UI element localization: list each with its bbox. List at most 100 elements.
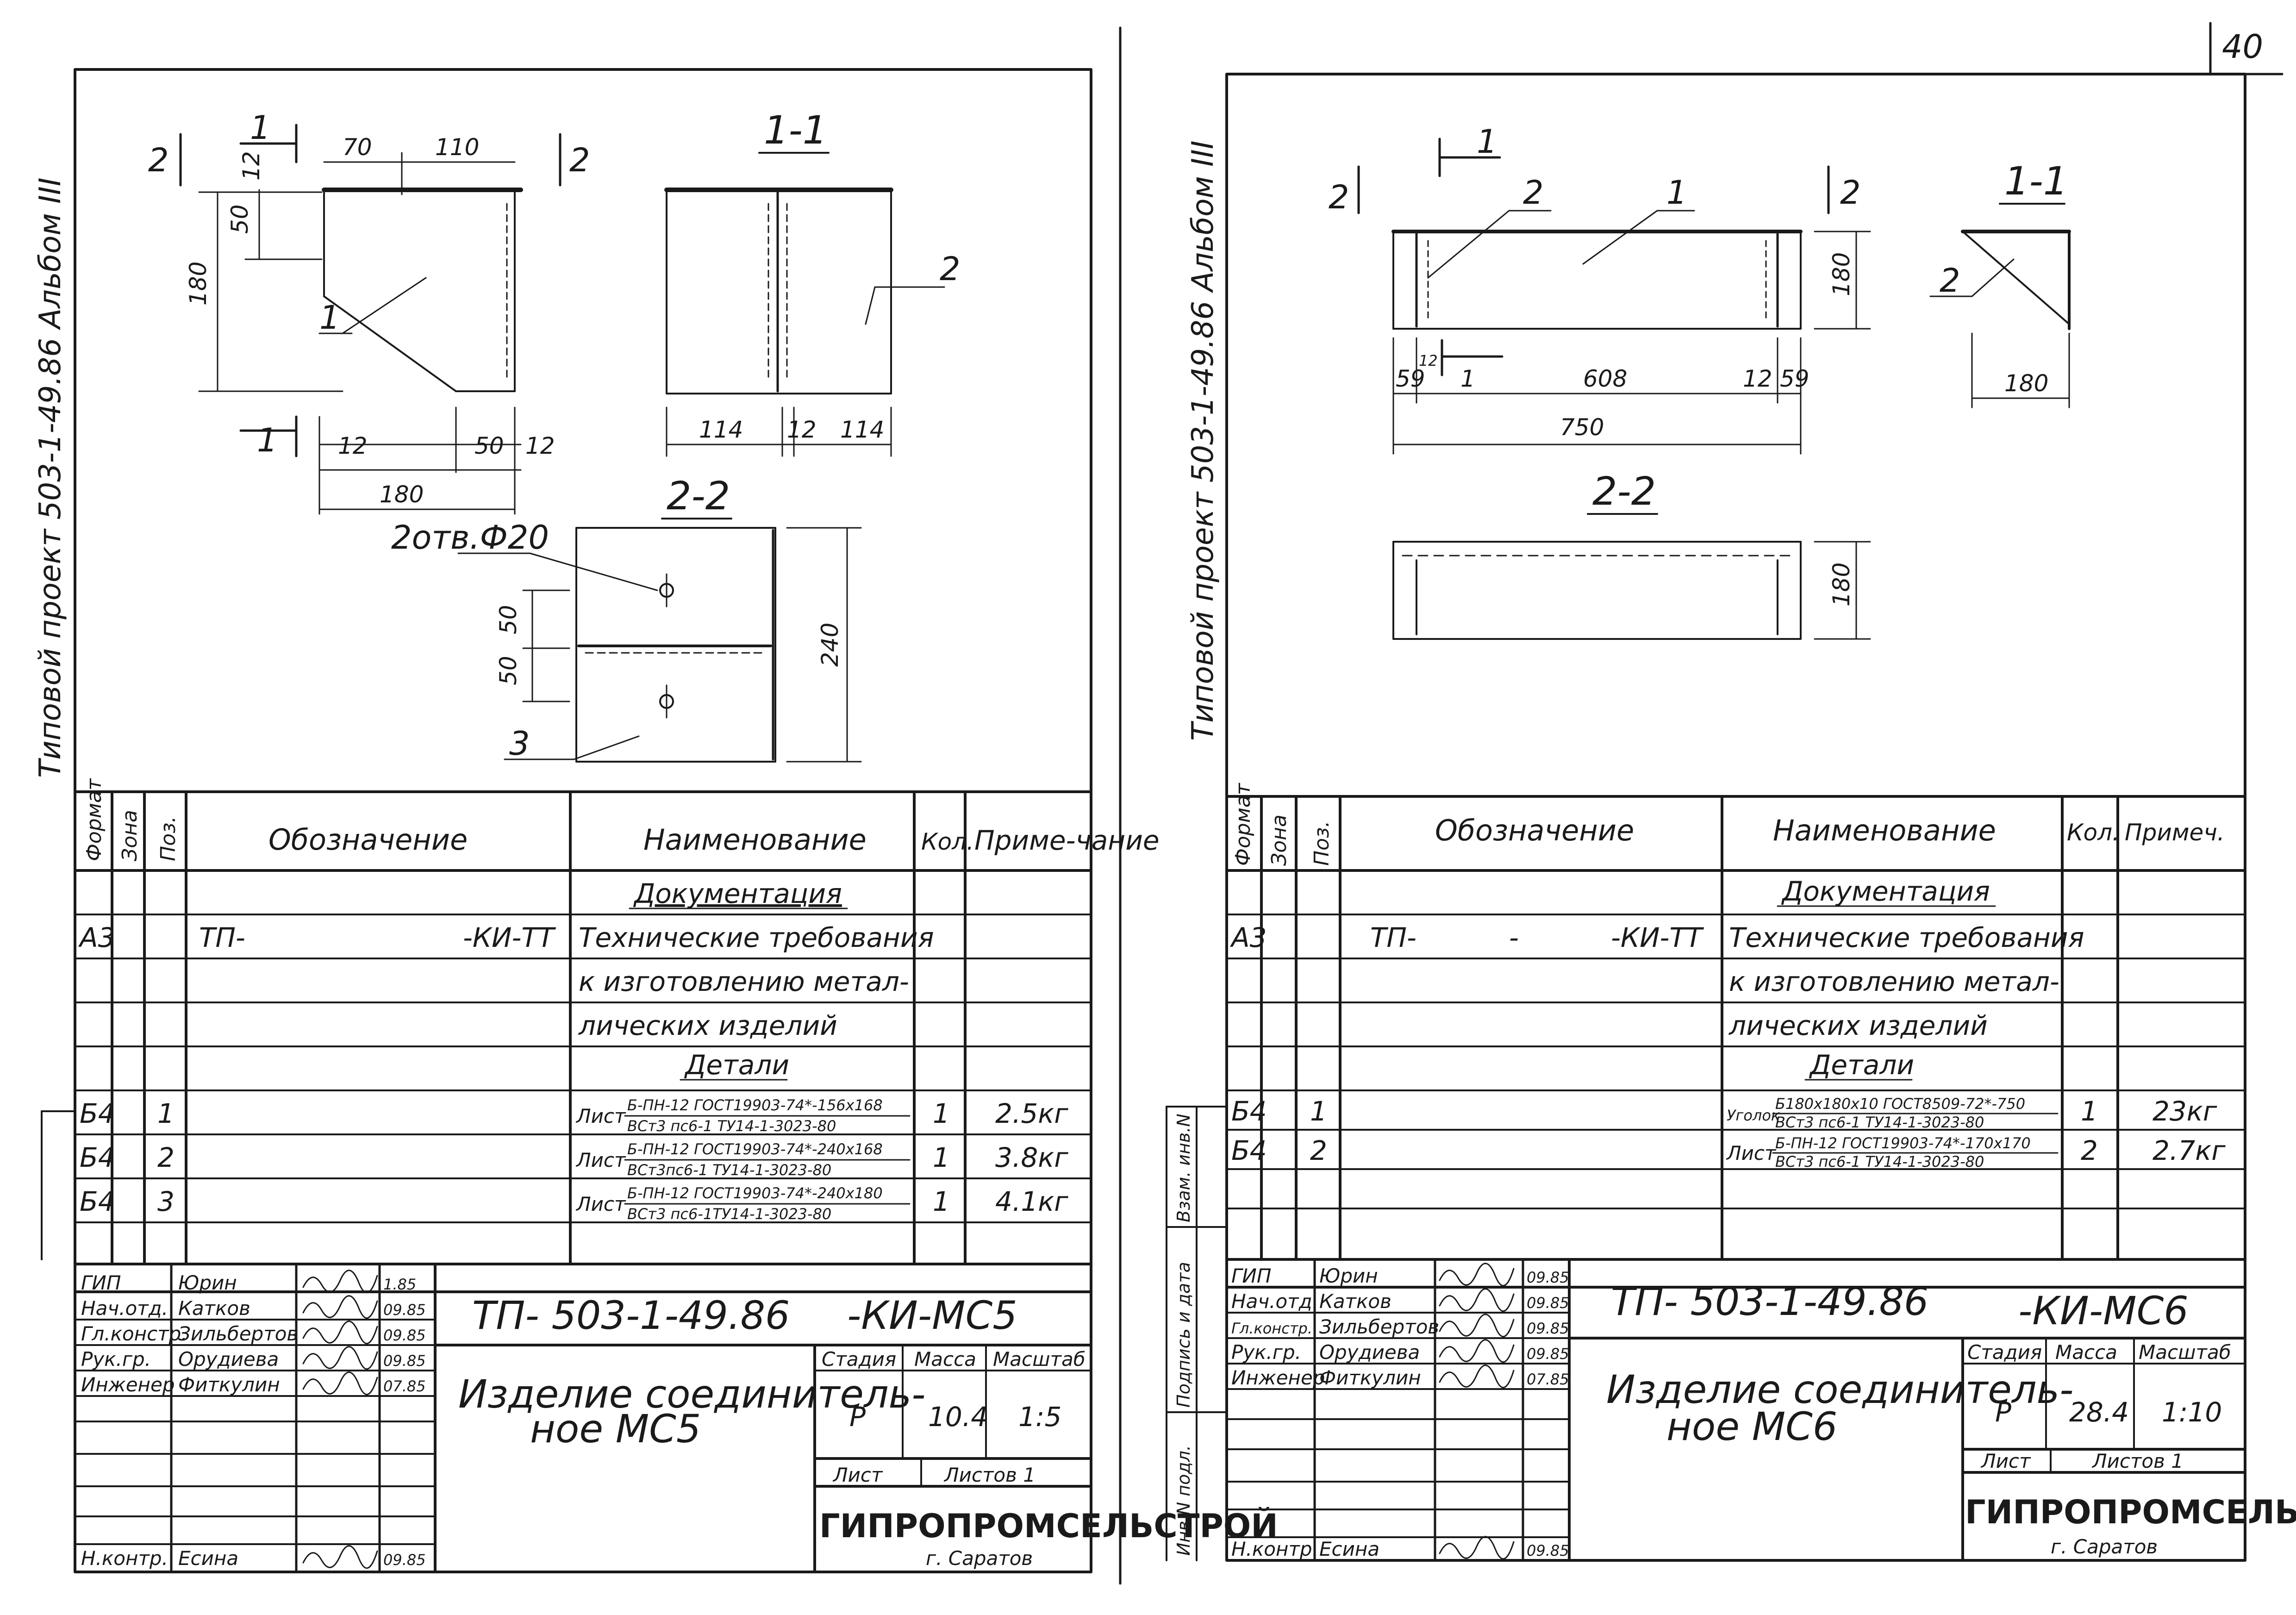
section-documentation: Документация — [1781, 876, 1990, 907]
title-block: ГИП Нач.отд. Гл.констр. Рук.гр. Инженер … — [74, 1263, 1278, 1573]
dim-50-hole-b: 50 — [495, 656, 522, 685]
header-pos: Поз. — [1310, 821, 1334, 866]
role-gip: ГИП — [1231, 1264, 1271, 1287]
stage-header: Стадия — [1967, 1341, 2042, 1364]
row-doc-name-3: лических изделий — [1728, 1010, 1988, 1041]
row3-kind: Лист — [575, 1193, 626, 1215]
row3-qty: 1 — [933, 1186, 950, 1217]
section-1-1: 1-1 2 180 — [1929, 158, 2071, 408]
role-gip: ГИП — [81, 1271, 121, 1294]
row-doc-format: А3 — [1229, 922, 1267, 953]
row1-material-bottom: ВСт3 пс6-1 ТУ14-1-3023-80 — [627, 1117, 836, 1135]
position-2-label: 2 — [1523, 174, 1544, 212]
name-engineer: Фиткулин — [178, 1373, 280, 1396]
section-details: Детали — [684, 1049, 789, 1081]
dim-180-main: 180 — [1828, 252, 1855, 296]
mass-value: 10.4 — [928, 1401, 988, 1433]
sheet-right-frame — [1225, 73, 2246, 1562]
date-chief-designer: 09.85 — [1527, 1320, 1569, 1337]
signature-head-dept — [1439, 1288, 1515, 1312]
sheet-right: Типовой проект 503-1-49.86 Альбом III Ин… — [1166, 73, 2296, 1562]
main-view: 2 1 2 1 2 180 59 12 — [1329, 123, 1871, 455]
sheets-count: Листов 1 — [2091, 1450, 2184, 1472]
signature-chief-designer — [1439, 1314, 1515, 1338]
row3-note: 4.1кг — [995, 1186, 1068, 1217]
dim-180-angle: 180 — [2004, 370, 2048, 397]
row2-material-bottom: ВСт3 пс6-1 ТУ14-1-3023-80 — [1775, 1153, 1984, 1171]
mass-header: Масса — [914, 1348, 976, 1371]
sheet-header: Лист — [1980, 1450, 2031, 1472]
dim-12-a: 12 — [338, 432, 368, 459]
row2-format: Б4 — [80, 1142, 115, 1173]
dim-50-horizontal: 50 — [474, 432, 504, 459]
date-head-dept: 09.85 — [1527, 1294, 1569, 1312]
section-1-1-title: 1-1 — [2004, 158, 2068, 204]
name-norm-control: Есина — [1319, 1538, 1379, 1560]
section-2-2-title: 2-2 — [667, 473, 730, 519]
holes-callout: 2отв.Ф20 — [391, 519, 549, 557]
header-qty: Кол. — [2067, 819, 2120, 846]
organization-logo: ГИПРОПРОМСЕЛЬСТРОЙ — [1965, 1493, 2296, 1531]
spec-table: Формат Зона Поз. Обозначение Наименовани… — [41, 778, 1160, 1265]
dim-59-right: 59 — [1780, 365, 1809, 392]
dim-180-vertical: 180 — [185, 262, 212, 306]
sheet-header: Лист — [832, 1464, 883, 1486]
header-designation: Обозначение — [268, 823, 468, 857]
item-name-2: ное МС5 — [530, 1406, 701, 1452]
section-mark-2-right: 2 — [1840, 174, 1861, 212]
row3-pos: 3 — [157, 1186, 175, 1217]
dim-180-section: 180 — [1828, 563, 1855, 607]
row1-format: Б4 — [80, 1098, 115, 1129]
section-mark-1-bottom: 1 — [1460, 365, 1475, 392]
row1-qty: 1 — [933, 1098, 950, 1129]
dim-12-b: 12 — [525, 432, 555, 459]
name-group-lead: Орудиева — [178, 1348, 279, 1371]
position-1-label: 1 — [319, 299, 340, 337]
row1-kind: Лист — [575, 1105, 626, 1127]
row1-pos: 1 — [157, 1098, 175, 1129]
role-engineer: Инженер — [1231, 1366, 1325, 1389]
row2-kind: Лист — [575, 1149, 626, 1171]
row-doc-mark: -КИ-ТТ — [1611, 922, 1704, 953]
signature-gip — [1439, 1263, 1515, 1287]
row-doc-code: ТП- — [199, 922, 245, 953]
name-gip: Юрин — [1319, 1264, 1378, 1287]
sheet-left-frame — [74, 68, 1092, 1573]
product-mark: -КИ-МС5 — [847, 1293, 1017, 1338]
dim-12-right: 12 — [1743, 365, 1772, 392]
role-head-dept: Нач.отд. — [1231, 1290, 1318, 1313]
row2-pos: 2 — [1310, 1135, 1327, 1166]
row2-note: 3.8кг — [995, 1142, 1068, 1173]
side-label-inv-no: Инв.N подл. — [1173, 1445, 1194, 1556]
dim-114-a: 114 — [699, 416, 743, 443]
signature-engineer — [302, 1371, 378, 1396]
row-doc-mark: -КИ-ТТ — [463, 922, 556, 953]
role-chief-designer: Гл.констр. — [81, 1322, 187, 1345]
section-2-2: 2-2 2отв.Ф20 50 50 240 3 — [391, 473, 862, 763]
row-doc-name-1: Технические требования — [579, 922, 934, 953]
row-doc-format: А3 — [78, 922, 115, 953]
dim-59-left: 59 — [1396, 365, 1425, 392]
row1-qty: 1 — [2081, 1095, 2098, 1127]
date-norm-control: 09.85 — [1527, 1542, 1569, 1559]
role-norm-control: Н.контр. — [81, 1547, 168, 1570]
sheet-left: Типовой проект 503-1-49.86 Альбом III 70… — [33, 68, 1278, 1573]
item-name-1: Изделие соединитель- — [1606, 1367, 2073, 1412]
name-head-dept: Катков — [1319, 1290, 1391, 1313]
row-doc-name-2: к изготовлению метал- — [1729, 966, 2059, 997]
section-2-2: 2-2 180 — [1392, 469, 1871, 640]
header-zone: Зона — [1267, 814, 1291, 866]
dim-50-hole-a: 50 — [495, 605, 522, 634]
role-head-dept: Нач.отд. — [81, 1297, 168, 1320]
row3-format: Б4 — [80, 1186, 115, 1217]
header-note: Примеч. — [2125, 819, 2225, 846]
title-block: ГИП Нач.отд. Гл.констр. Рук.гр. Инженер … — [1225, 1258, 2296, 1562]
stage-value: Р — [849, 1401, 866, 1433]
role-group-lead: Рук.гр. — [1231, 1341, 1301, 1364]
side-label-replacement-inv: Взам. инв.N — [1173, 1114, 1194, 1222]
scale-value: 1:10 — [2162, 1396, 2222, 1428]
stage-value: Р — [1995, 1396, 2011, 1428]
name-chief-designer: Зильбертов — [178, 1322, 298, 1345]
